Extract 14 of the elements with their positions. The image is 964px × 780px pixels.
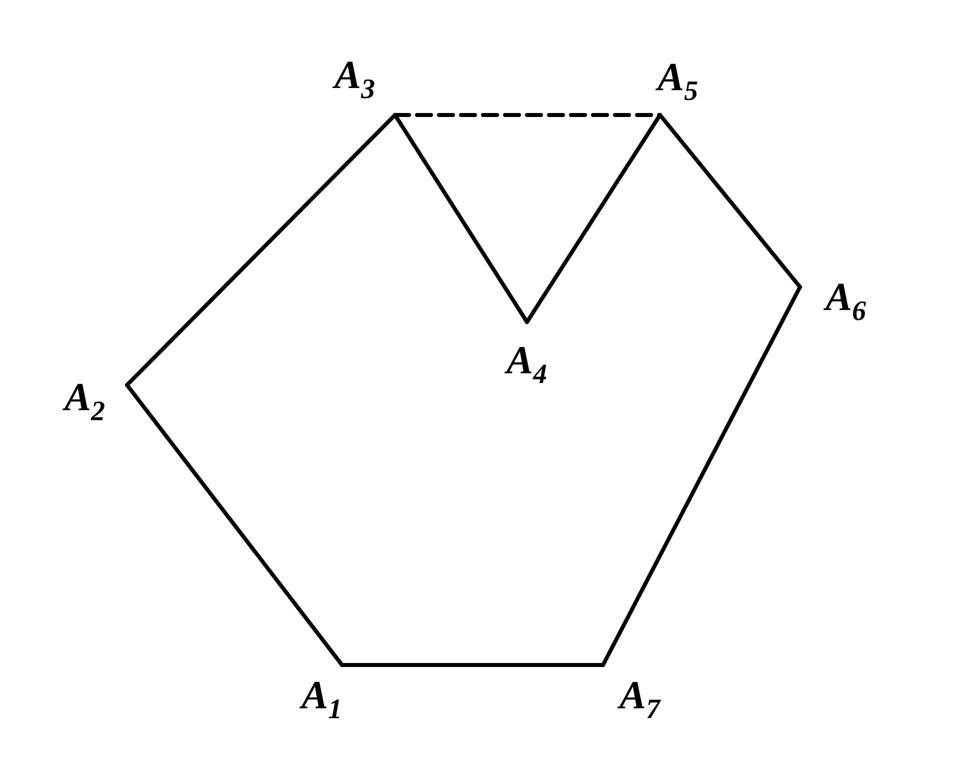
polygon-side: [658, 113, 802, 289]
polygon-side: [393, 113, 662, 117]
vertex-label: A$_{6}$: [823, 284, 866, 320]
polygon-side: [125, 383, 344, 667]
polygon-side: [125, 113, 397, 387]
vertex-label: A$_{5}$: [655, 64, 698, 100]
vertex-label: A$_{2}$: [62, 384, 104, 420]
polygon-side: [340, 663, 605, 667]
polygon-side: [601, 285, 802, 667]
vertex-label: A$_{1}$: [299, 682, 340, 718]
vertex-label: A$_{7}$: [617, 682, 661, 718]
polygon-side: [525, 113, 662, 324]
vertex-label: A$_{3}$: [332, 62, 374, 98]
vertex-label: A$_{4}$: [504, 346, 546, 384]
